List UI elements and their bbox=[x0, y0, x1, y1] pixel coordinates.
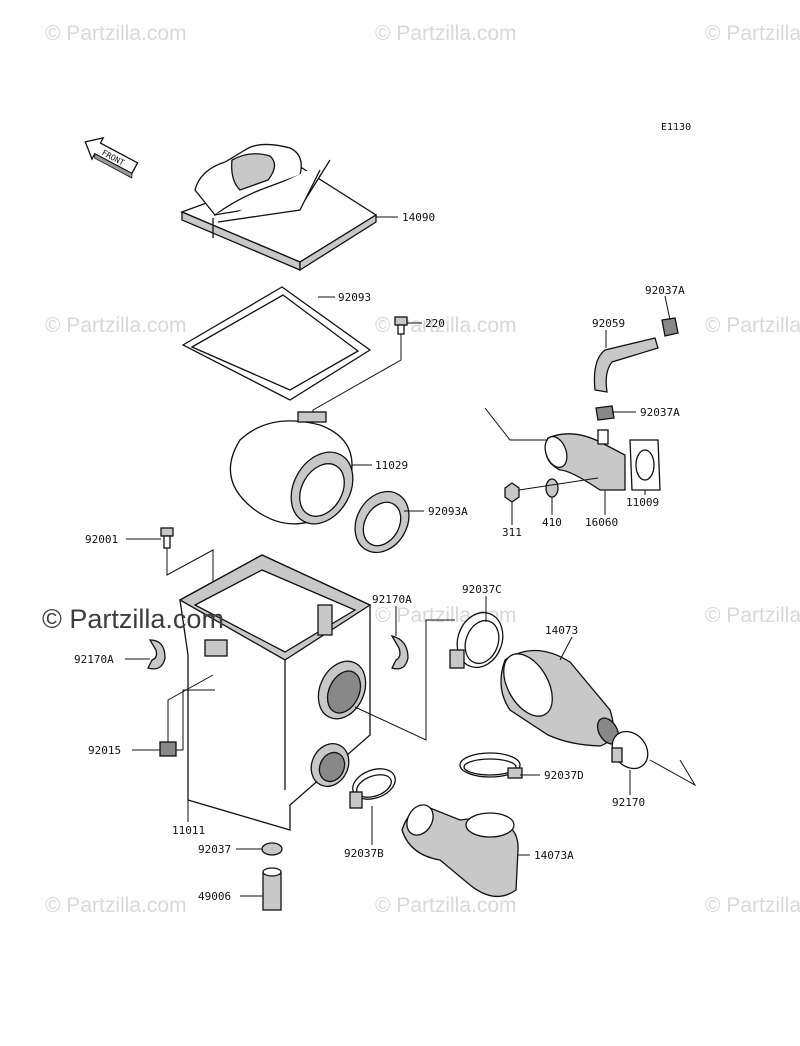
grommet-92015 bbox=[159, 741, 177, 757]
part-label: 92093A bbox=[428, 505, 468, 518]
watermark: © Partzilla.com bbox=[375, 314, 517, 337]
watermark: © Partzilla.com bbox=[45, 22, 187, 45]
screw-220 bbox=[394, 316, 408, 335]
leader-lines bbox=[125, 216, 697, 897]
part-label: 92093 bbox=[338, 291, 371, 304]
watermark: © Partzilla.com bbox=[705, 314, 800, 337]
part-label: 92037 bbox=[198, 843, 231, 856]
drain-tube bbox=[262, 867, 282, 911]
part-label: 11011 bbox=[172, 824, 205, 837]
part-label: 92170 bbox=[612, 796, 645, 809]
part-label: 92170A bbox=[372, 593, 412, 606]
part-label: 92037A bbox=[645, 284, 685, 297]
clamp-92037 bbox=[261, 842, 283, 856]
air-cleaner-cover bbox=[180, 143, 378, 272]
part-label: 92170A bbox=[74, 653, 114, 666]
part-label: 92001 bbox=[85, 533, 118, 546]
part-label: 311 bbox=[502, 526, 522, 539]
intake-boot bbox=[500, 649, 620, 747]
partzilla-logo: © Partzilla.com bbox=[42, 604, 224, 634]
breather-hose bbox=[593, 337, 659, 393]
watermark: © Partzilla.com bbox=[705, 894, 800, 917]
watermark: © Partzilla.com bbox=[705, 22, 800, 45]
part-label: 92015 bbox=[88, 744, 121, 757]
intake-gasket bbox=[629, 439, 661, 491]
clamp-92170a-left bbox=[147, 639, 166, 670]
nut-311 bbox=[504, 482, 520, 503]
part-label: 11029 bbox=[375, 459, 408, 472]
clip-92037a-bottom bbox=[595, 405, 615, 421]
air-filter-element bbox=[229, 411, 354, 525]
clamp-92170 bbox=[611, 730, 649, 770]
clip-92037a-top bbox=[661, 317, 679, 337]
watermark: © Partzilla.com bbox=[45, 894, 187, 917]
part-label: 220 bbox=[425, 317, 445, 330]
washer-410 bbox=[545, 478, 559, 498]
air-cleaner-housing bbox=[178, 554, 372, 831]
part-label: 49006 bbox=[198, 890, 231, 903]
diagram-code: E1130 bbox=[661, 122, 692, 133]
part-label: 92037D bbox=[544, 769, 584, 782]
watermark: © Partzilla.com bbox=[375, 894, 517, 917]
cover-gasket bbox=[181, 286, 372, 401]
part-label: 92037B bbox=[344, 847, 384, 860]
clamp-92170a-right bbox=[390, 634, 409, 670]
part-label: 14090 bbox=[402, 211, 435, 224]
clamp-92037c bbox=[449, 611, 504, 669]
front-arrow-icon: FRONT bbox=[84, 136, 139, 179]
watermark: © Partzilla.com bbox=[705, 604, 800, 627]
part-label: 14073A bbox=[534, 849, 574, 862]
clamp-92037b bbox=[349, 768, 396, 809]
seal-ring bbox=[354, 490, 410, 554]
part-label: 92037C bbox=[462, 583, 502, 596]
watermark: © Partzilla.com bbox=[375, 22, 517, 45]
elbow-duct bbox=[401, 804, 519, 897]
intake-tube bbox=[544, 429, 626, 491]
part-labels: 14090 92093 220 11029 92093A 92001 92170… bbox=[74, 211, 685, 903]
part-label: 14073 bbox=[545, 624, 578, 637]
part-label: 16060 bbox=[585, 516, 618, 529]
part-label: 92037A bbox=[640, 406, 680, 419]
bolt-92001 bbox=[160, 527, 174, 549]
part-label: 11009 bbox=[626, 496, 659, 509]
part-label: 92059 bbox=[592, 317, 625, 330]
clamp-92037d bbox=[459, 752, 523, 779]
part-label: 410 bbox=[542, 516, 562, 529]
watermark: © Partzilla.com bbox=[45, 314, 187, 337]
